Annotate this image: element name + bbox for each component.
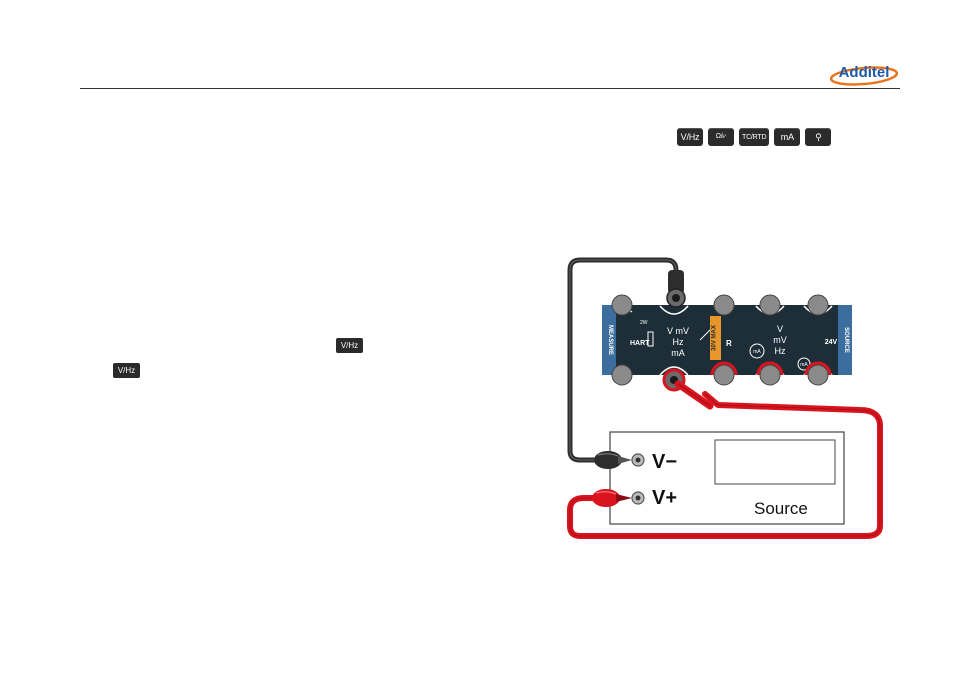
tab-pressure[interactable]: ⚲ bbox=[805, 128, 831, 146]
source-side-label: SOURCE bbox=[843, 327, 849, 353]
inline-key-v-hz: V/Hz bbox=[336, 338, 363, 353]
two-wire-label: 2W bbox=[640, 320, 648, 326]
black-plug bbox=[667, 270, 685, 307]
measure-side-label: MEASURE bbox=[607, 325, 613, 355]
source-hz-label: Hz bbox=[775, 346, 786, 356]
red-plug bbox=[664, 370, 710, 406]
brand-name: Additel bbox=[839, 64, 890, 81]
measure-ma-label: mA bbox=[671, 348, 685, 358]
tab-v-hz[interactable]: V/Hz bbox=[677, 128, 703, 146]
voltage-source-box: V− V+ Source bbox=[610, 432, 844, 524]
terminal-jack bbox=[808, 295, 828, 315]
measure-v-mv-label: V mV bbox=[667, 326, 689, 336]
terminal-jack bbox=[760, 365, 780, 385]
function-tab-bar: V/Hz Ω/⩗ TC/RTD mA ⚲ bbox=[677, 128, 831, 146]
source-mv-label: mV bbox=[773, 335, 787, 345]
calibrator-terminal-panel: MEASURE SOURCE HART 2W V mV Hz mA 30V MA… bbox=[602, 295, 852, 385]
additel-logo: Additel bbox=[828, 60, 900, 88]
source-label: Source bbox=[754, 499, 808, 518]
terminal-jack bbox=[612, 295, 632, 315]
hart-label: HART bbox=[630, 340, 650, 347]
source-neg-terminal-label: V− bbox=[652, 451, 677, 473]
tab-ma[interactable]: mA bbox=[774, 128, 800, 146]
source-v-label: V bbox=[777, 324, 783, 334]
terminal-jack bbox=[760, 295, 780, 315]
inline-key-v-hz: V/Hz bbox=[113, 363, 140, 378]
measure-hz-label: Hz bbox=[673, 337, 684, 347]
tab-tc-rtd[interactable]: TC/RTD bbox=[739, 128, 769, 146]
source-24v-label: 24V bbox=[825, 339, 838, 346]
max-voltage-label: 30V MAX bbox=[712, 325, 718, 351]
terminal-jack bbox=[612, 365, 632, 385]
header-rule bbox=[80, 88, 900, 89]
tab-ohm-switch[interactable]: Ω/⩗ bbox=[708, 128, 734, 146]
terminal-jack bbox=[714, 295, 734, 315]
r-label: R bbox=[726, 339, 732, 348]
source-pos-terminal-label: V+ bbox=[652, 487, 677, 509]
svg-text:mA: mA bbox=[753, 349, 761, 355]
terminal-jack bbox=[808, 365, 828, 385]
wiring-diagram: MEASURE SOURCE HART 2W V mV Hz mA 30V MA… bbox=[560, 248, 890, 548]
terminal-jack bbox=[714, 365, 734, 385]
